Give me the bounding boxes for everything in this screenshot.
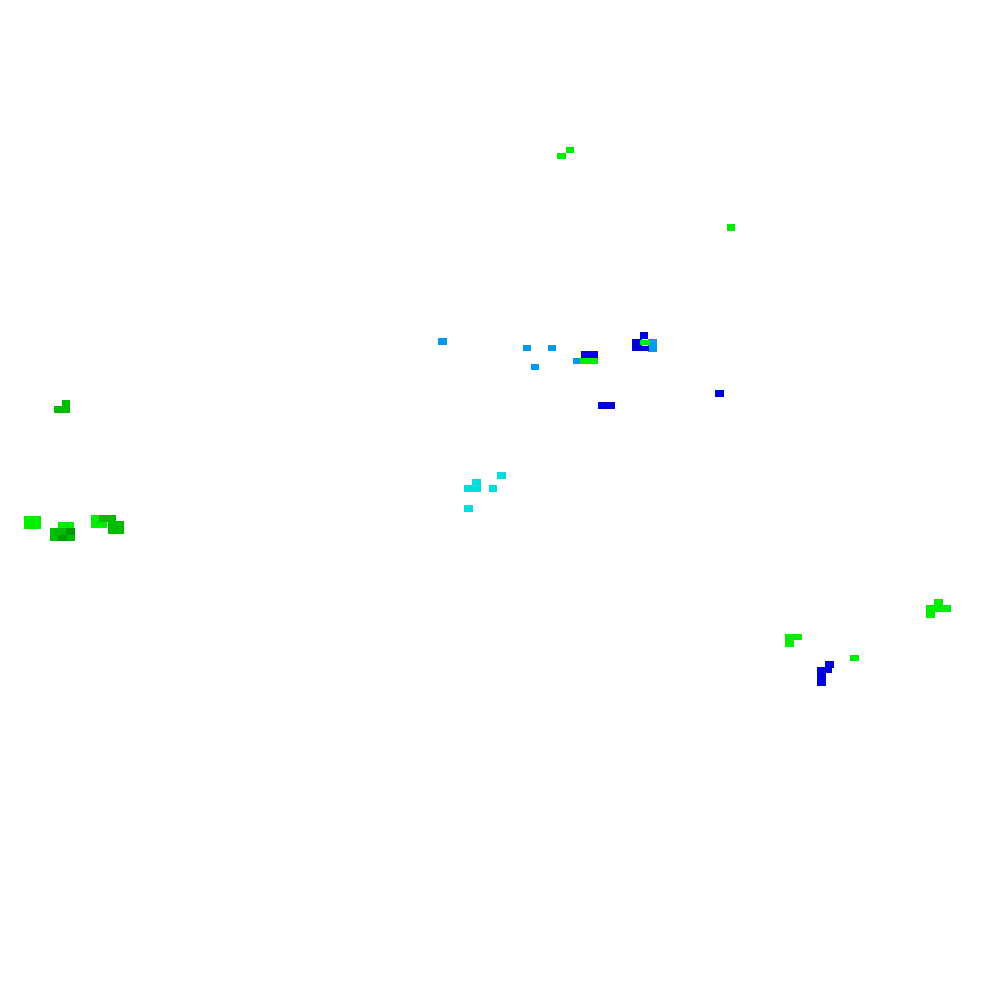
pixel-cell	[464, 485, 481, 492]
pixel-cell	[62, 400, 70, 407]
pixel-cell	[573, 358, 581, 364]
pixel-cell	[581, 351, 598, 358]
pixel-cell	[934, 599, 943, 606]
pixel-cell	[640, 340, 650, 345]
pixel-cell	[825, 661, 834, 668]
pixel-cell	[99, 515, 116, 522]
pixel-cell	[66, 528, 75, 535]
pixel-cell	[727, 224, 735, 231]
pixel-cell	[24, 516, 41, 523]
pixel-cell	[785, 634, 802, 640]
pixel-cell	[580, 358, 598, 364]
pixel-cell	[817, 673, 826, 686]
pixel-cell	[642, 346, 649, 351]
pixel-cell	[464, 505, 473, 512]
pixel-cell	[648, 339, 657, 352]
pixel-cell	[472, 479, 481, 486]
pixel-cell	[58, 535, 67, 541]
pixel-cell	[548, 345, 556, 351]
pixel-cell	[632, 339, 642, 351]
pixel-cell	[489, 485, 497, 492]
pixel-cell	[108, 521, 124, 534]
pixel-cell	[640, 332, 648, 339]
pixel-cell	[557, 153, 566, 159]
pixel-cell	[438, 338, 447, 345]
pixel-cell	[926, 605, 951, 612]
pixel-cell	[24, 522, 41, 529]
pixel-cell	[566, 147, 574, 153]
pixel-cell	[715, 390, 724, 397]
pixel-cell	[785, 640, 794, 647]
pixel-cell	[598, 402, 615, 409]
pixel-cell	[91, 522, 107, 528]
pixel-cell	[58, 522, 74, 529]
pixel-cell	[817, 667, 832, 673]
pixel-cell	[523, 345, 531, 351]
pixel-cell	[531, 364, 539, 370]
pixel-cell	[54, 406, 70, 413]
pixel-cell	[850, 655, 859, 661]
pixel-cell	[497, 472, 506, 479]
pixel-cell	[926, 611, 935, 618]
